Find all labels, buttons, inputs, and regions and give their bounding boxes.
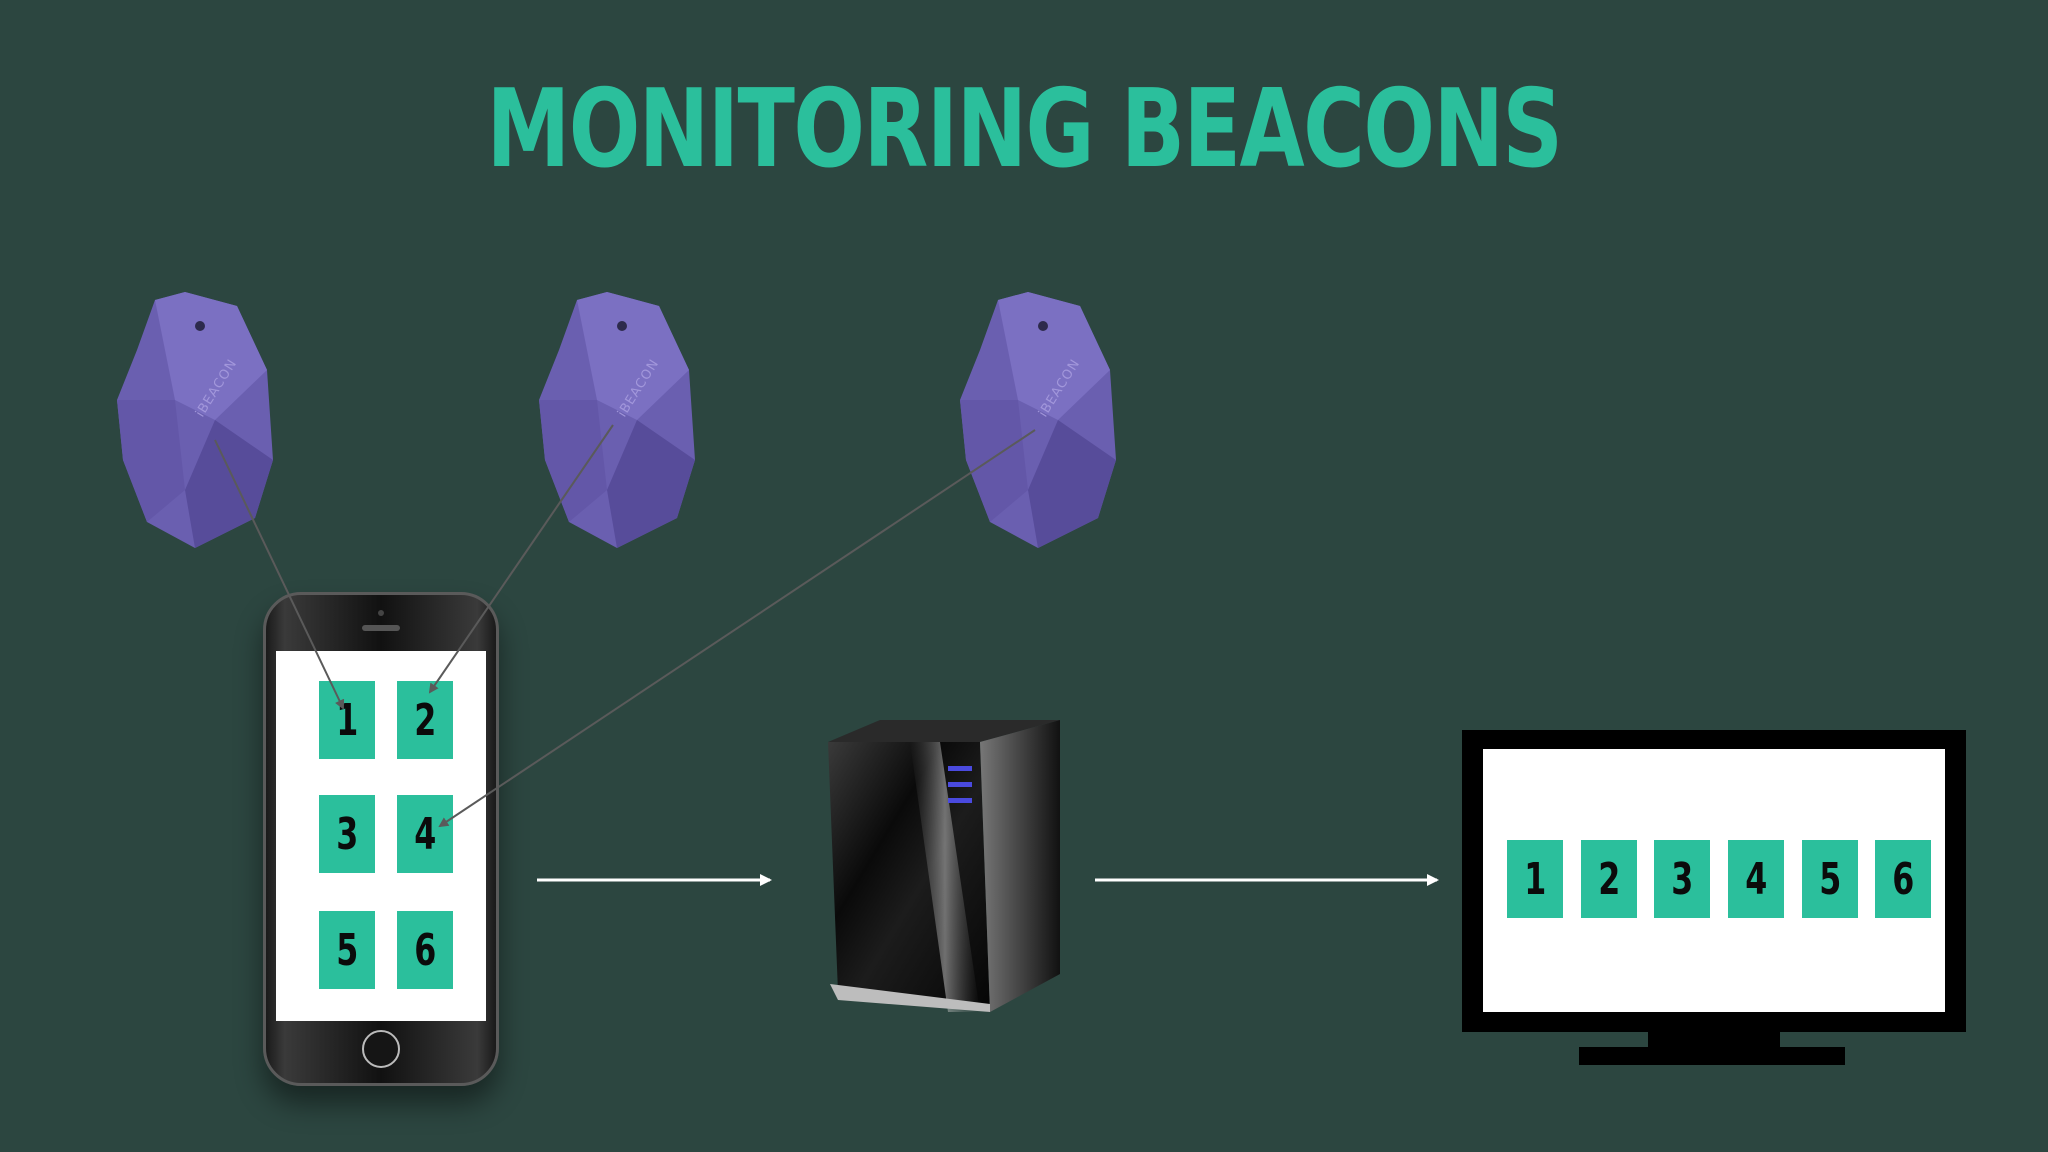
monitor-base (1579, 1047, 1845, 1065)
monitor-tile-6: 6 (1875, 840, 1931, 918)
phone-icon: 1 2 3 4 5 6 (263, 592, 499, 1086)
monitor-frame: 1 2 3 4 5 6 (1462, 730, 1966, 1032)
monitor-display: 1 2 3 4 5 6 (1483, 749, 1945, 1012)
phone-speaker (362, 625, 400, 631)
beacon-3-icon: iBEACON (958, 290, 1128, 550)
phone-tile-4: 4 (397, 795, 453, 873)
phone-tile-5: 5 (319, 911, 375, 989)
beacon-2-icon: iBEACON (537, 290, 707, 550)
phone-tile-6: 6 (397, 911, 453, 989)
monitor-icon: 1 2 3 4 5 6 (1462, 730, 1966, 1065)
phone-screen: 1 2 3 4 5 6 (276, 651, 486, 1021)
monitor-tile-4: 4 (1728, 840, 1784, 918)
beacon-1-icon: iBEACON (115, 290, 285, 550)
monitor-tile-5: 5 (1802, 840, 1858, 918)
phone-tile-1: 1 (319, 681, 375, 759)
page-title: MONITORING BEACONS (486, 67, 1563, 192)
monitor-neck (1648, 1032, 1780, 1050)
phone-camera (378, 610, 384, 616)
monitor-tile-1: 1 (1507, 840, 1563, 918)
phone-home-button (362, 1030, 400, 1068)
monitor-tile-2: 2 (1581, 840, 1637, 918)
phone-tile-2: 2 (397, 681, 453, 759)
phone-tile-3: 3 (319, 795, 375, 873)
monitor-tile-3: 3 (1654, 840, 1710, 918)
server-icon (820, 712, 1070, 1022)
